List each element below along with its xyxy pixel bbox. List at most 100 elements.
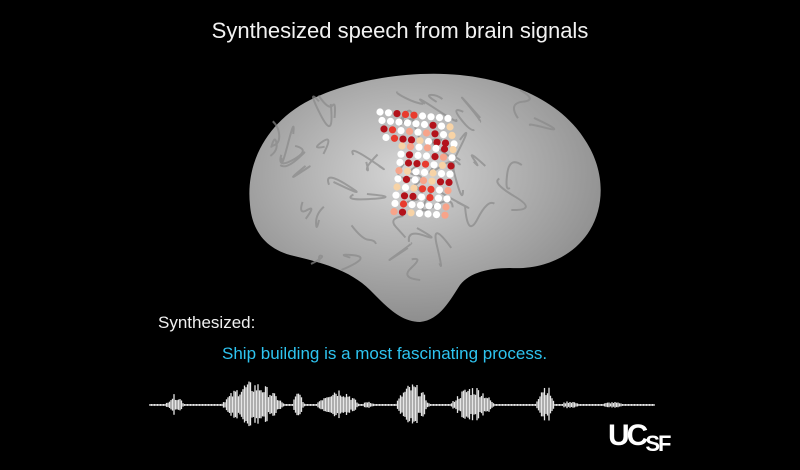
brain-shape: [249, 73, 601, 322]
electrode: [431, 130, 439, 138]
electrode: [424, 137, 433, 146]
electrode: [378, 116, 386, 125]
electrode: [395, 167, 403, 175]
brain-fold: [434, 232, 453, 267]
electrode: [437, 170, 446, 178]
electrode: [410, 184, 418, 192]
electrode: [386, 117, 395, 125]
electrode: [439, 153, 448, 161]
electrode: [397, 150, 405, 158]
brain-fold: [315, 206, 325, 228]
electrode: [403, 119, 412, 127]
brain-fold: [470, 154, 486, 167]
electrode: [435, 114, 444, 122]
electrode: [415, 143, 423, 151]
electrode: [376, 108, 384, 116]
electrode: [417, 193, 426, 201]
electrode: [419, 177, 428, 185]
electrode: [449, 146, 457, 154]
electrode: [433, 138, 441, 146]
electrode: [402, 175, 411, 183]
electrode: [426, 194, 434, 202]
electrode: [399, 200, 408, 208]
ucsf-logo: UCSF: [608, 419, 671, 456]
brain-fold: [300, 201, 313, 220]
electrode: [418, 185, 427, 193]
electrode: [398, 142, 406, 150]
electrode: [401, 110, 410, 118]
brain-fold: [407, 227, 433, 243]
electrode: [416, 137, 424, 145]
electrode: [441, 211, 449, 219]
electrode: [423, 144, 432, 152]
electrode: [420, 120, 429, 129]
electrode: [390, 208, 398, 216]
brain-fold: [505, 161, 523, 190]
electrode: [403, 167, 412, 175]
electrode: [384, 109, 393, 117]
brain-fold: [351, 149, 385, 171]
electrode: [435, 186, 444, 194]
brain-folds: [269, 89, 556, 281]
electrode: [394, 175, 402, 183]
electrode: [446, 123, 454, 131]
brain-fold: [461, 96, 482, 123]
electrode: [408, 201, 416, 209]
brain-fold: [427, 93, 444, 103]
brain-fold: [392, 214, 407, 239]
electrode: [414, 151, 422, 159]
electrode: [411, 176, 419, 184]
electrode: [397, 127, 405, 135]
electrode: [433, 202, 442, 210]
electrode: [445, 178, 453, 186]
brain-fold: [269, 138, 278, 157]
electrode: [421, 160, 430, 168]
electrode: [437, 122, 446, 130]
electrode: [438, 161, 447, 169]
electrode: [424, 210, 432, 218]
electrode: [439, 131, 448, 139]
brain-fold: [341, 253, 362, 271]
electrode: [400, 192, 409, 200]
electrode: [407, 136, 416, 144]
brain-fold: [350, 224, 377, 245]
electrode: [414, 128, 422, 136]
electrode: [395, 118, 403, 126]
electrode: [448, 154, 456, 162]
electrode: [409, 192, 417, 200]
brain-fold: [310, 254, 324, 265]
electrode: [416, 201, 425, 209]
electrode: [393, 183, 401, 191]
electrode: [441, 139, 450, 147]
electrode: [447, 162, 455, 170]
brain-fold: [279, 144, 304, 165]
electrode: [431, 153, 439, 161]
electrode: [380, 125, 388, 133]
electrode: [415, 209, 424, 217]
electrode: [443, 195, 451, 203]
electrode: [436, 178, 445, 186]
electrode: [432, 211, 441, 219]
brain-fold: [292, 165, 311, 178]
brain-fold: [512, 89, 531, 119]
synthesized-sentence: Ship building is a most fascinating proc…: [222, 344, 548, 363]
brain-fold: [312, 95, 333, 128]
brain-fold: [421, 191, 454, 212]
electrode: [444, 114, 452, 122]
electrode: [390, 134, 399, 142]
electrode: [448, 131, 456, 139]
electrode: [404, 159, 413, 167]
electrode: [401, 184, 410, 192]
electrode: [393, 110, 401, 118]
audio-waveform: [149, 381, 655, 427]
electrode: [434, 194, 443, 202]
electrode: [422, 129, 431, 137]
brain-fold: [496, 177, 527, 211]
electrode: [399, 135, 407, 143]
brain-fold: [455, 109, 475, 132]
electrode: [410, 111, 418, 119]
slide-title: Synthesized speech from brain signals: [211, 18, 589, 43]
brain-fold: [396, 90, 424, 105]
electrode: [425, 202, 433, 210]
